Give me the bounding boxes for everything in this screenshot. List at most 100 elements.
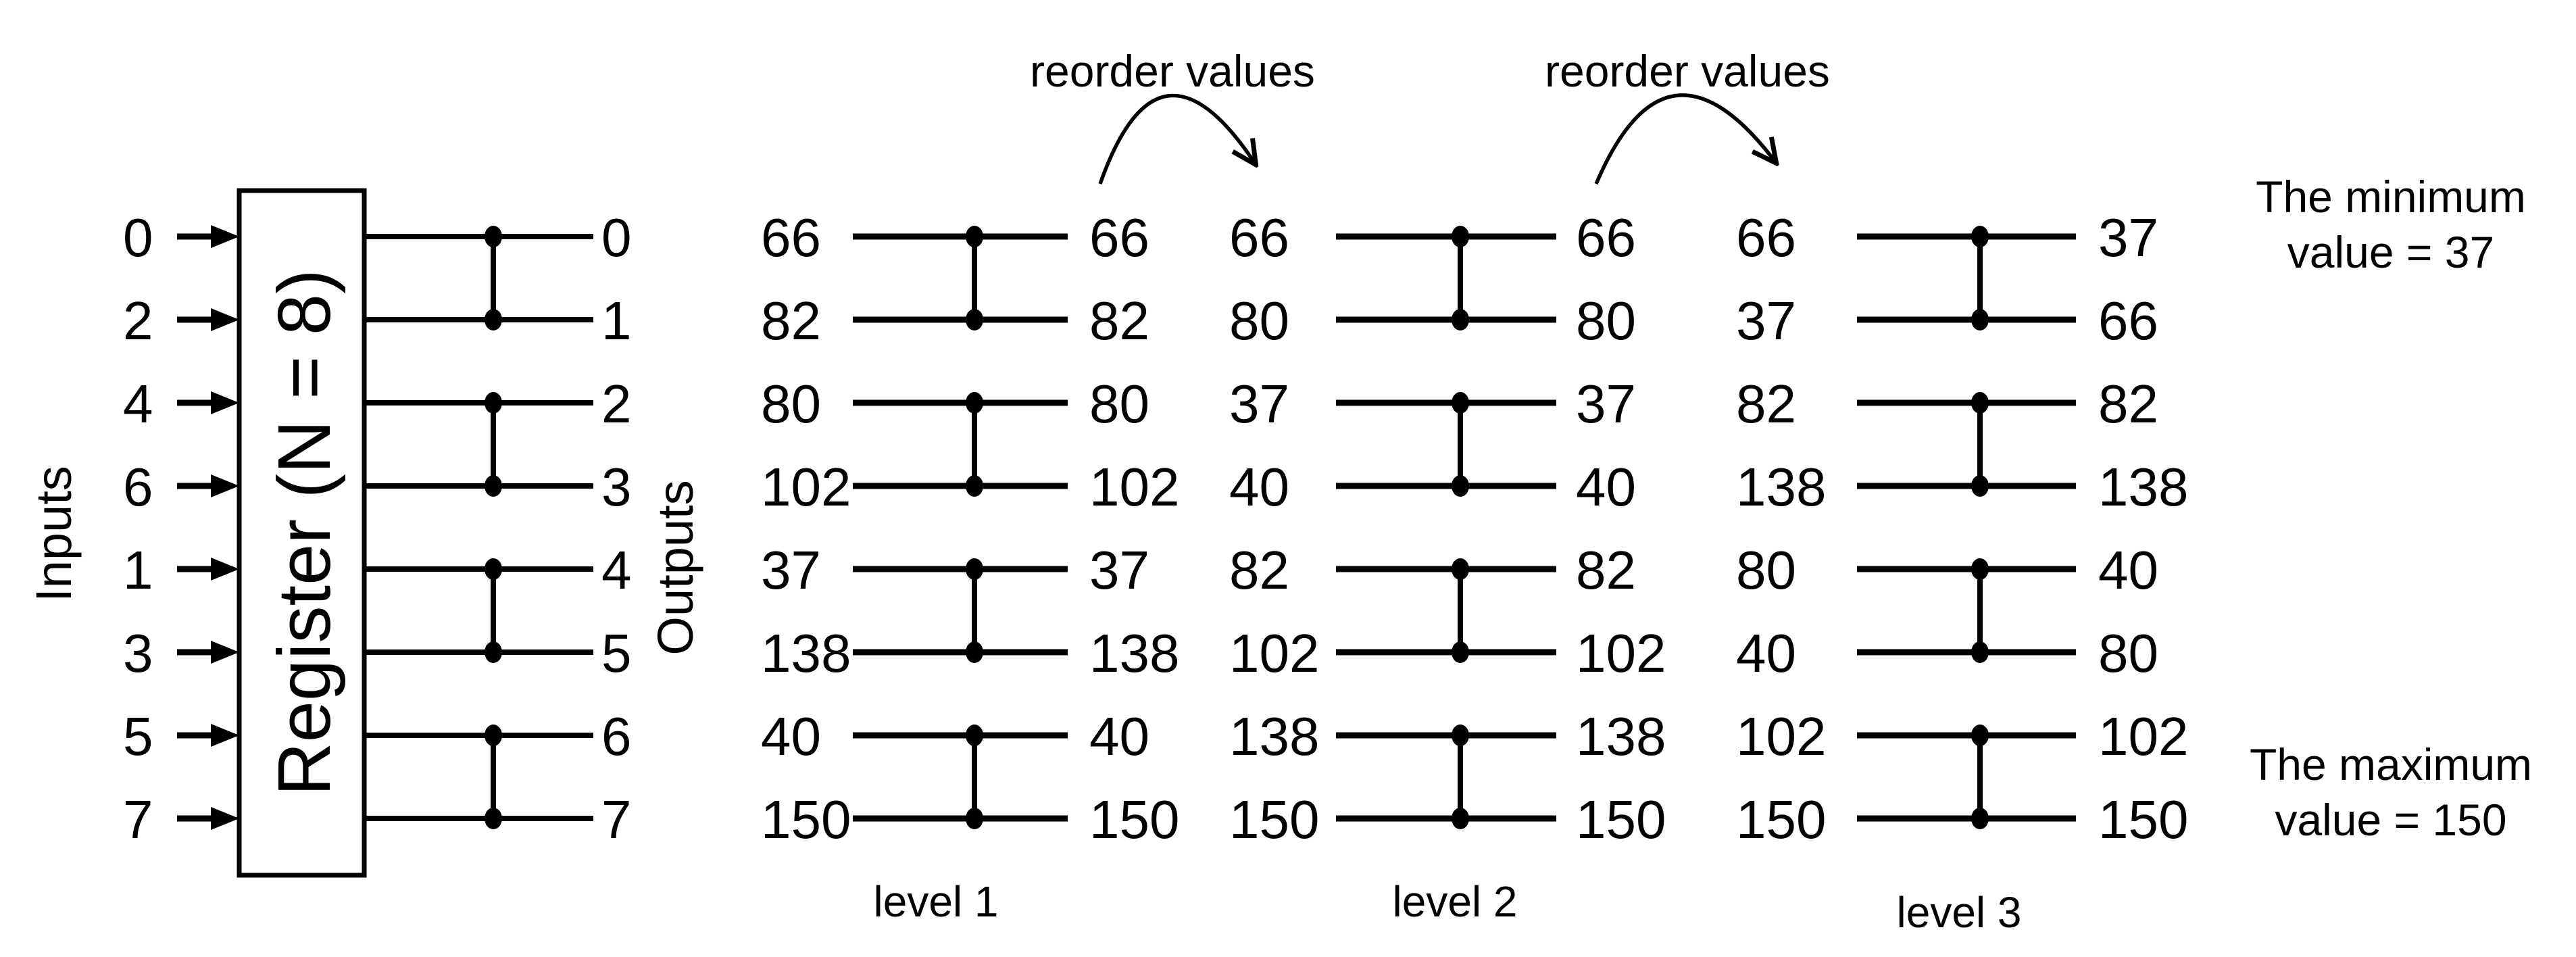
output-index: 3 xyxy=(601,457,632,517)
level-2-right-value: 40 xyxy=(1576,457,1636,517)
junction-dot xyxy=(966,309,983,330)
level-2-left-value: 102 xyxy=(1229,623,1319,683)
input-index: 5 xyxy=(123,706,153,766)
level-3-label: level 3 xyxy=(1897,888,2022,937)
level-2-right-value: 102 xyxy=(1576,623,1666,683)
input-arrows xyxy=(177,225,239,830)
level-2-right-value: 66 xyxy=(1576,207,1636,268)
level-3-right-value: 80 xyxy=(2098,623,2158,683)
junction-dot xyxy=(966,808,983,829)
junction-dot xyxy=(485,641,502,663)
level-1-label: level 1 xyxy=(874,877,999,926)
level-3-left-value: 80 xyxy=(1736,540,1796,600)
junction-dot xyxy=(1452,475,1469,497)
input-arrowhead-icon xyxy=(211,391,239,414)
min-note-line1: The minimum xyxy=(2256,172,2526,222)
junction-dot xyxy=(1452,725,1469,746)
junction-dot xyxy=(1971,392,1989,414)
level-3-right-value: 138 xyxy=(2098,457,2188,517)
level-3-left-value: 150 xyxy=(1736,789,1826,850)
output-index: 6 xyxy=(601,706,632,766)
level-1-left-value: 66 xyxy=(761,207,821,268)
level-1-right-value: 150 xyxy=(1089,789,1179,850)
input-index: 0 xyxy=(123,207,153,268)
input-arrowhead-icon xyxy=(211,474,239,497)
level-1-left-value: 138 xyxy=(761,623,851,683)
level-1-left-value: 80 xyxy=(761,374,821,434)
input-index: 6 xyxy=(123,457,153,517)
input-index: 7 xyxy=(123,789,153,850)
output-index: 5 xyxy=(601,623,632,683)
reorder-values-label: reorder values xyxy=(1030,46,1315,96)
input-arrowhead-icon xyxy=(211,225,239,248)
junction-dot xyxy=(485,226,502,247)
level-3-left-value: 66 xyxy=(1736,207,1796,268)
junction-dot xyxy=(1971,226,1989,247)
level-1-right-value: 138 xyxy=(1089,623,1179,683)
level-2-left-value: 82 xyxy=(1229,540,1289,600)
reorder-values-label: reorder values xyxy=(1545,46,1830,96)
junction-dot xyxy=(1452,309,1469,330)
junction-dot xyxy=(1971,641,1989,663)
junction-dot xyxy=(1971,808,1989,829)
level-3-left-value: 82 xyxy=(1736,374,1796,434)
junction-dot xyxy=(485,309,502,330)
junction-dot xyxy=(1452,558,1469,580)
level-3-right-value: 82 xyxy=(2098,374,2158,434)
input-index: 3 xyxy=(123,623,153,683)
junction-dot xyxy=(966,392,983,414)
register-label: Register (N = 8) xyxy=(263,269,346,795)
level-3-left-value: 102 xyxy=(1736,706,1826,766)
level-2-right-value: 150 xyxy=(1576,789,1666,850)
level-1-left-value: 37 xyxy=(761,540,821,600)
level-2-group: 66 80 37 40 82 102 138 150 66 80 37 40 8… xyxy=(1229,207,1666,926)
input-arrowhead-icon xyxy=(211,641,239,664)
level-1-left-value: 102 xyxy=(761,457,851,517)
junction-dot xyxy=(485,558,502,580)
level-3-group: 66 37 82 138 80 40 102 150 37 66 82 138 … xyxy=(1736,207,2188,937)
level-1-left-value: 40 xyxy=(761,706,821,766)
level-1-left-value: 150 xyxy=(761,789,851,850)
level-2-left-value: 40 xyxy=(1229,457,1289,517)
reorder-arrow-icon xyxy=(1098,93,1254,185)
junction-dot xyxy=(1452,392,1469,414)
level-3-left-value: 40 xyxy=(1736,623,1796,683)
level-1-right-value: 102 xyxy=(1089,457,1179,517)
level-1-right-value: 66 xyxy=(1089,207,1149,268)
level-3-right-value: 37 xyxy=(2098,207,2158,268)
output-index: 1 xyxy=(601,291,632,351)
level-3-right-value: 150 xyxy=(2098,789,2188,850)
level-2-right-value: 82 xyxy=(1576,540,1636,600)
level-3-right-value: 102 xyxy=(2098,706,2188,766)
junction-dot xyxy=(485,392,502,414)
junction-dot xyxy=(1452,641,1469,663)
junction-dot xyxy=(966,226,983,247)
output-wires xyxy=(364,226,593,829)
input-arrowhead-icon xyxy=(211,308,239,331)
level-3-right-value: 66 xyxy=(2098,291,2158,351)
inputs-axis-label: Inputs xyxy=(26,466,82,602)
junction-dot xyxy=(966,558,983,580)
junction-dot xyxy=(966,725,983,746)
input-arrowhead-icon xyxy=(211,558,239,581)
min-note-line2: value = 37 xyxy=(2287,227,2494,277)
junction-dot xyxy=(1452,808,1469,829)
junction-dot xyxy=(966,641,983,663)
output-index: 2 xyxy=(601,374,632,434)
level-2-right-value: 37 xyxy=(1576,374,1636,434)
junction-dot xyxy=(485,475,502,497)
output-index: 0 xyxy=(601,207,632,268)
output-index: 7 xyxy=(601,789,632,850)
level-2-right-value: 80 xyxy=(1576,291,1636,351)
level-1-right-value: 80 xyxy=(1089,374,1149,434)
level-3-right-value: 40 xyxy=(2098,540,2158,600)
level-1-right-value: 37 xyxy=(1089,540,1149,600)
junction-dot xyxy=(1971,558,1989,580)
level-3-left-value: 138 xyxy=(1736,457,1826,517)
level-2-right-value: 138 xyxy=(1576,706,1666,766)
junction-dot xyxy=(485,808,502,829)
input-index: 4 xyxy=(123,374,153,434)
input-arrowhead-icon xyxy=(211,724,239,747)
junction-dot xyxy=(1971,309,1989,330)
level-2-left-value: 80 xyxy=(1229,291,1289,351)
